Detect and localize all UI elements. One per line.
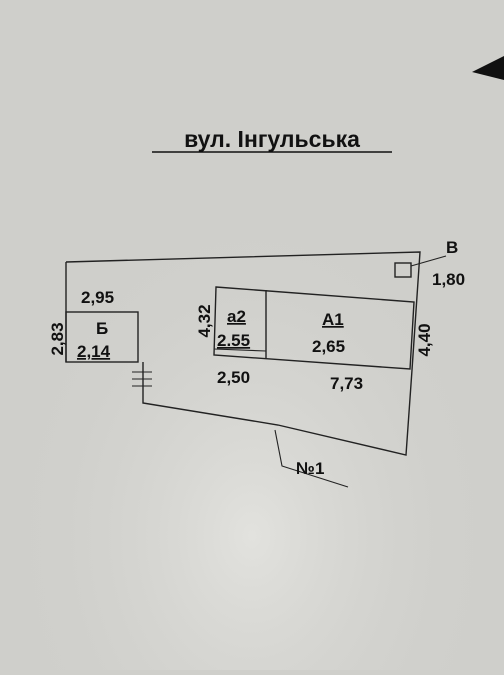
building-a1 <box>213 286 415 370</box>
b-letter: Б <box>96 319 108 338</box>
a1-letter: А1 <box>322 310 344 329</box>
lot-number: №1 <box>296 459 324 478</box>
v-leader-line <box>410 255 447 267</box>
b-area: 2,14 <box>77 342 111 361</box>
v-letter: В <box>446 238 458 257</box>
a2-letter: а2 <box>227 307 246 326</box>
building-b <box>65 311 139 363</box>
a1-width: 7,73 <box>330 374 363 393</box>
street-name: вул. Інгульська <box>184 126 360 152</box>
v-area: 1,80 <box>432 270 465 289</box>
a2-width: 2,50 <box>217 368 250 387</box>
a2-depth: 4,32 <box>195 304 214 337</box>
lot-boundary <box>65 251 421 456</box>
a2-height: 2.55 <box>217 331 250 350</box>
a2-inner-line <box>213 348 267 352</box>
b-depth: 2,83 <box>48 322 67 355</box>
a1-depth: 4,40 <box>415 323 434 356</box>
b-width: 2,95 <box>81 288 114 307</box>
a1-height: 2,65 <box>312 337 345 356</box>
building-v <box>394 262 412 278</box>
lot-number-leader <box>274 429 349 488</box>
north-arrow-icon <box>472 56 504 80</box>
